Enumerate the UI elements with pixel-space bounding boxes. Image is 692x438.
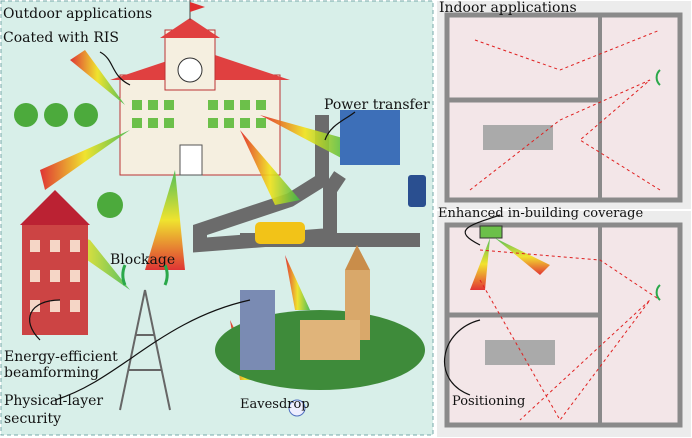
label-positioning: Positioning [452,394,526,409]
outdoor-panel [0,0,434,436]
label-eavesdrop: Eavesdrop [240,397,310,412]
trees [14,103,123,218]
base-station-tower [119,264,171,411]
brick-building [20,190,90,335]
power-building [340,110,400,165]
label-energy-efficient: Energy-efficient [4,349,118,365]
indoor-panel [437,1,691,437]
label-security: security [4,411,62,427]
indoor-title: Indoor applications [439,0,577,16]
label-coated-ris: Coated with RIS [3,30,120,46]
label-physical-layer: Physical-layer [4,393,104,409]
label-power-transfer: Power transfer [324,97,430,113]
label-blockage: Blockage [110,252,176,268]
ris-panel [479,225,503,239]
label-coverage: Enhanced in-building coverage [438,206,644,221]
school-bus [255,222,305,244]
robot-icon [288,399,306,417]
outdoor-title: Outdoor applications [3,6,153,22]
phone [408,175,426,207]
label-beamforming: beamforming [4,365,99,381]
